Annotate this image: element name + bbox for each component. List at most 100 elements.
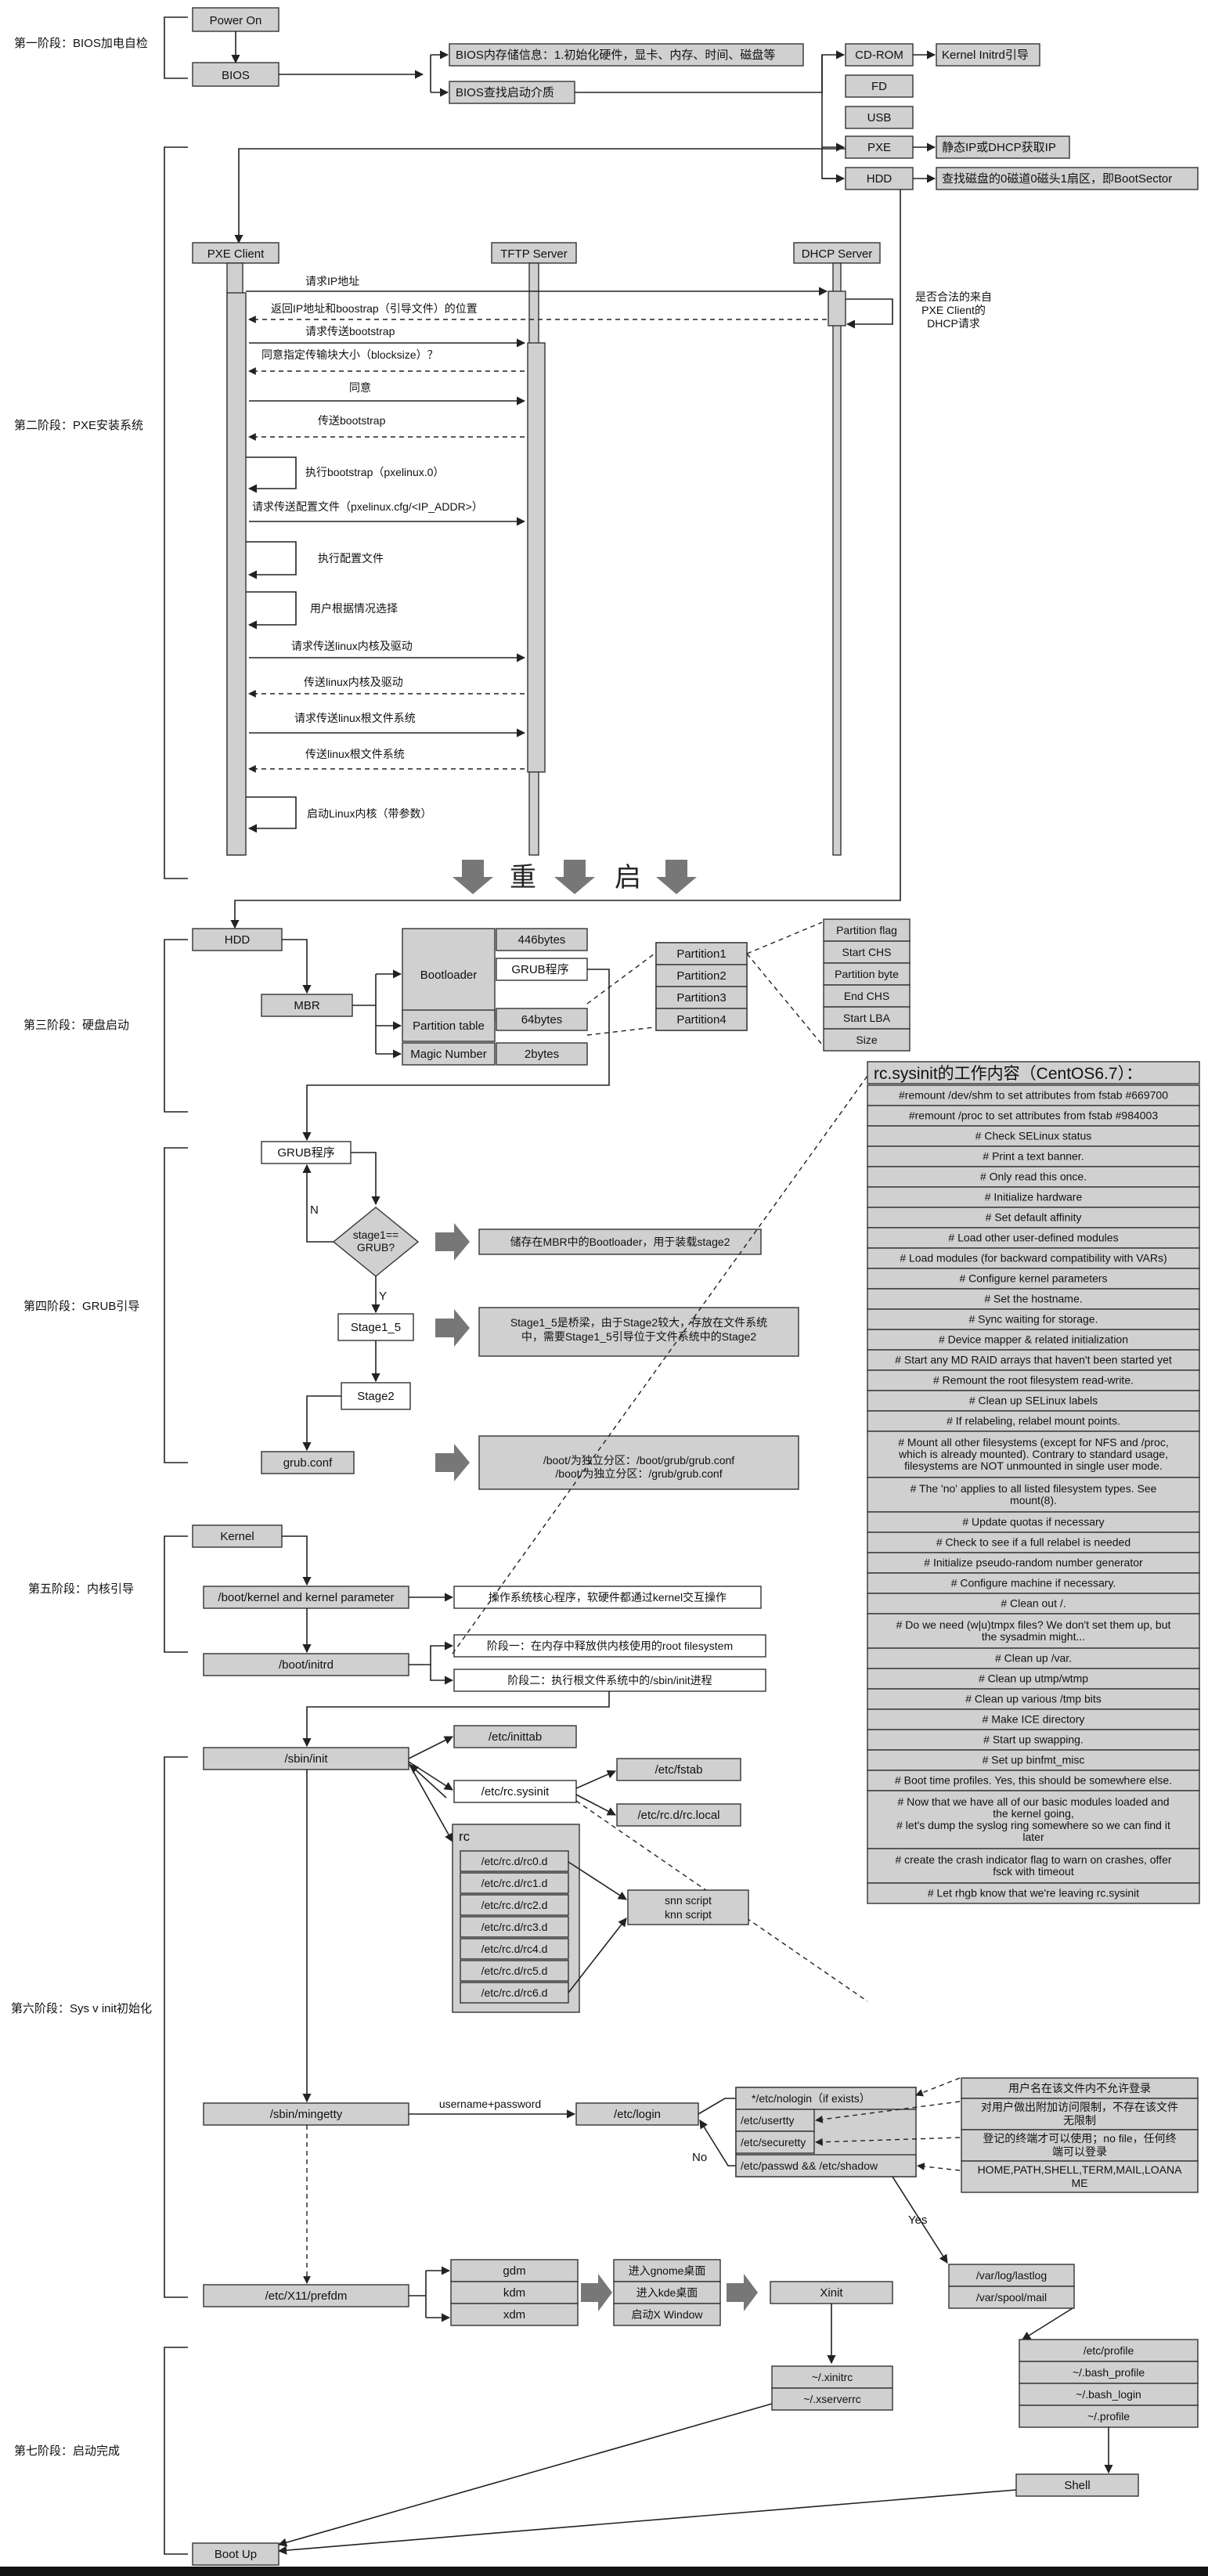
- rcsysinit-item-text: # Set the hostname.: [984, 1293, 1082, 1305]
- mbr-label: MBR: [294, 999, 320, 1012]
- arrow-rcsysinit-rclocal: [575, 1794, 616, 1816]
- rcsysinit-item-box: [867, 1668, 1200, 1690]
- ptable-link-bottom: [586, 1026, 655, 1036]
- reboot-char-2: 启: [615, 863, 641, 893]
- fstab-box: [616, 1758, 741, 1781]
- note-nologin-line1: 用户名在该文件内不允许登录: [1008, 2082, 1151, 2094]
- rcsysinit-item-box: [867, 1511, 1200, 1533]
- rcsysinit-item-text: # let's dump the syslog ring somewhere s…: [896, 1819, 1170, 1831]
- rcsysinit-item-text: # Remount the root filesystem read-write…: [933, 1374, 1134, 1387]
- mingetty-box: [203, 2102, 409, 2126]
- magic-number-box: [402, 1042, 496, 1066]
- note-nologin-box: [961, 2077, 1199, 2099]
- fstab-label: /etc/fstab: [655, 1763, 703, 1777]
- reboot-char-1: 重: [510, 863, 536, 893]
- field-end-chs-label: End CHS: [844, 990, 889, 1002]
- rcsysinit-item-text: # Only read this once.: [980, 1171, 1087, 1183]
- media-trunk: [821, 55, 844, 179]
- tftp-server-box: [491, 242, 577, 264]
- rcsysinit-item-box: [867, 1166, 1200, 1188]
- msg-send-bootstrap-label: 传送bootstrap: [318, 414, 386, 427]
- rcsysinit-item-text: # Set default affinity: [986, 1211, 1082, 1224]
- stage5-kernel: Kernel /boot/kernel and kernel parameter…: [192, 1524, 766, 1748]
- kde-label: 进入kde桌面: [636, 2286, 698, 2299]
- rcsysinit-item-text: # Sync waiting for storage.: [969, 1313, 1098, 1326]
- rc6-label: /etc/rc.d/rc6.d: [481, 1986, 548, 1999]
- partition-1-label: Partition1: [676, 947, 726, 961]
- rc5-box: [460, 1960, 569, 1982]
- rcsysinit-item-box: [867, 1227, 1200, 1249]
- stage3-disk: HDD MBR Bootloader Partition table Magic…: [192, 918, 911, 1142]
- diamond-no-label: N: [310, 1203, 319, 1217]
- rcsysinit-item-box: [867, 1288, 1200, 1310]
- dhcp-activation: [828, 290, 846, 327]
- dhcp-server-box: [793, 242, 881, 264]
- dm-arrow: [581, 2274, 612, 2311]
- rcsysinit-item-text: # Do we need (w|u)tmpx files? We don't s…: [896, 1618, 1171, 1631]
- rclocal-label: /etc/rc.d/rc.local: [637, 1809, 719, 1822]
- field-start-lba-label: Start LBA: [843, 1012, 891, 1024]
- kernel-param-box: [203, 1586, 409, 1609]
- login-no-label: No: [692, 2151, 707, 2164]
- mingetty-label: /sbin/mingetty: [270, 2108, 343, 2121]
- media-hdd-label: HDD: [867, 172, 892, 186]
- grub-note3-line1: /boot/为独立分区：/boot/grub/grub.conf: [543, 1454, 734, 1467]
- partition-link-bottom: [746, 953, 823, 1045]
- spoolmail-label: /var/spool/mail: [976, 2291, 1047, 2304]
- note-passwd-box: [961, 2160, 1199, 2193]
- arrow-hdd-to-stage3: [230, 189, 901, 929]
- rcsysinit-item-box: [867, 1084, 1200, 1106]
- rcsysinit-title-box: [867, 1061, 1200, 1084]
- xinit-label: Xinit: [820, 2286, 843, 2300]
- dhcp-note-line1: 是否合法的来自: [915, 290, 992, 303]
- arrow-init-rc: [408, 1762, 453, 1842]
- partition-2-label: Partition2: [676, 969, 726, 983]
- grub-note1-label: 储存在MBR中的Bootloader，用于装载stage2: [510, 1236, 730, 1248]
- grub-conf-box: [261, 1451, 355, 1474]
- partition-1: [655, 942, 748, 965]
- rcsysinit-item-box: [867, 1882, 1200, 1904]
- rc2-label: /etc/rc.d/rc2.d: [481, 1899, 548, 1911]
- rcsysinit-item-box: [867, 1308, 1200, 1330]
- login-label: /etc/login: [614, 2108, 661, 2121]
- msg-request-kernel-label: 请求传送linux内核及驱动: [291, 640, 413, 652]
- shell-box: [1015, 2473, 1139, 2497]
- sbin-init-label: /sbin/init: [284, 1752, 328, 1766]
- passwd-label: /etc/passwd && /etc/shadow: [741, 2159, 878, 2172]
- rcsysinit-item-box: [867, 1552, 1200, 1574]
- msg-return-ip-label: 返回IP地址和boostrap（引导文件）的位置: [271, 302, 478, 315]
- rc-title: rc: [459, 1829, 471, 1844]
- rcsysinit-title: rc.sysinit的工作内容（CentOS6.7）：: [874, 1065, 1142, 1083]
- rc3-label: /etc/rc.d/rc3.d: [481, 1921, 548, 1933]
- arrow-xinitrc-bootup: [277, 2403, 773, 2547]
- arrow-grub-diamond: [351, 1152, 380, 1206]
- rcsysinit-item-text: # Set up binfmt_misc: [983, 1754, 1085, 1766]
- bash-login-label: ~/.bash_login: [1076, 2388, 1141, 2401]
- xwindow-label: 启动X Window: [631, 2308, 703, 2321]
- stage2-label: Stage2: [357, 1390, 395, 1403]
- kernel-note-box: [453, 1586, 762, 1609]
- bracket-stage6: [164, 1756, 188, 2298]
- grub-note2-line1: Stage1_5是桥梁，由于Stage2较大，存放在文件系统: [510, 1316, 767, 1329]
- script-snn-label: snn script: [665, 1894, 712, 1907]
- arrow-diamond-no: [302, 1164, 334, 1243]
- msg-agree-label: 同意: [349, 381, 371, 394]
- b2-label: 2bytes: [525, 1048, 559, 1061]
- magic-number-label: Magic Number: [410, 1048, 487, 1061]
- bracket-stage7: [164, 2347, 188, 2555]
- rcsysinit-item-text: # Configure machine if necessary.: [951, 1577, 1116, 1589]
- rc4-box: [460, 1938, 569, 1960]
- stage-3-label: 第三阶段：硬盘启动: [23, 1018, 129, 1032]
- rcsysinit-item-text: # Boot time profiles. Yes, this should b…: [895, 1774, 1172, 1787]
- msg-blocksize-label: 同意指定传输块大小（blocksize）？: [261, 348, 438, 361]
- rcsysinit-item-text: # Load modules (for backward compatibili…: [900, 1252, 1167, 1265]
- client-activation: [226, 292, 247, 856]
- rcsysinit-item-text: filesystems are NOT unmounted in single …: [904, 1459, 1163, 1472]
- grub-note1-box: [478, 1228, 762, 1255]
- field-partition-byte: [823, 962, 911, 986]
- msg-send-kernel-label: 传送linux内核及驱动: [304, 676, 403, 688]
- cdrom-note-box: [936, 43, 1040, 67]
- note-passwd-link: [917, 2163, 961, 2171]
- grub-program-box: [496, 958, 588, 981]
